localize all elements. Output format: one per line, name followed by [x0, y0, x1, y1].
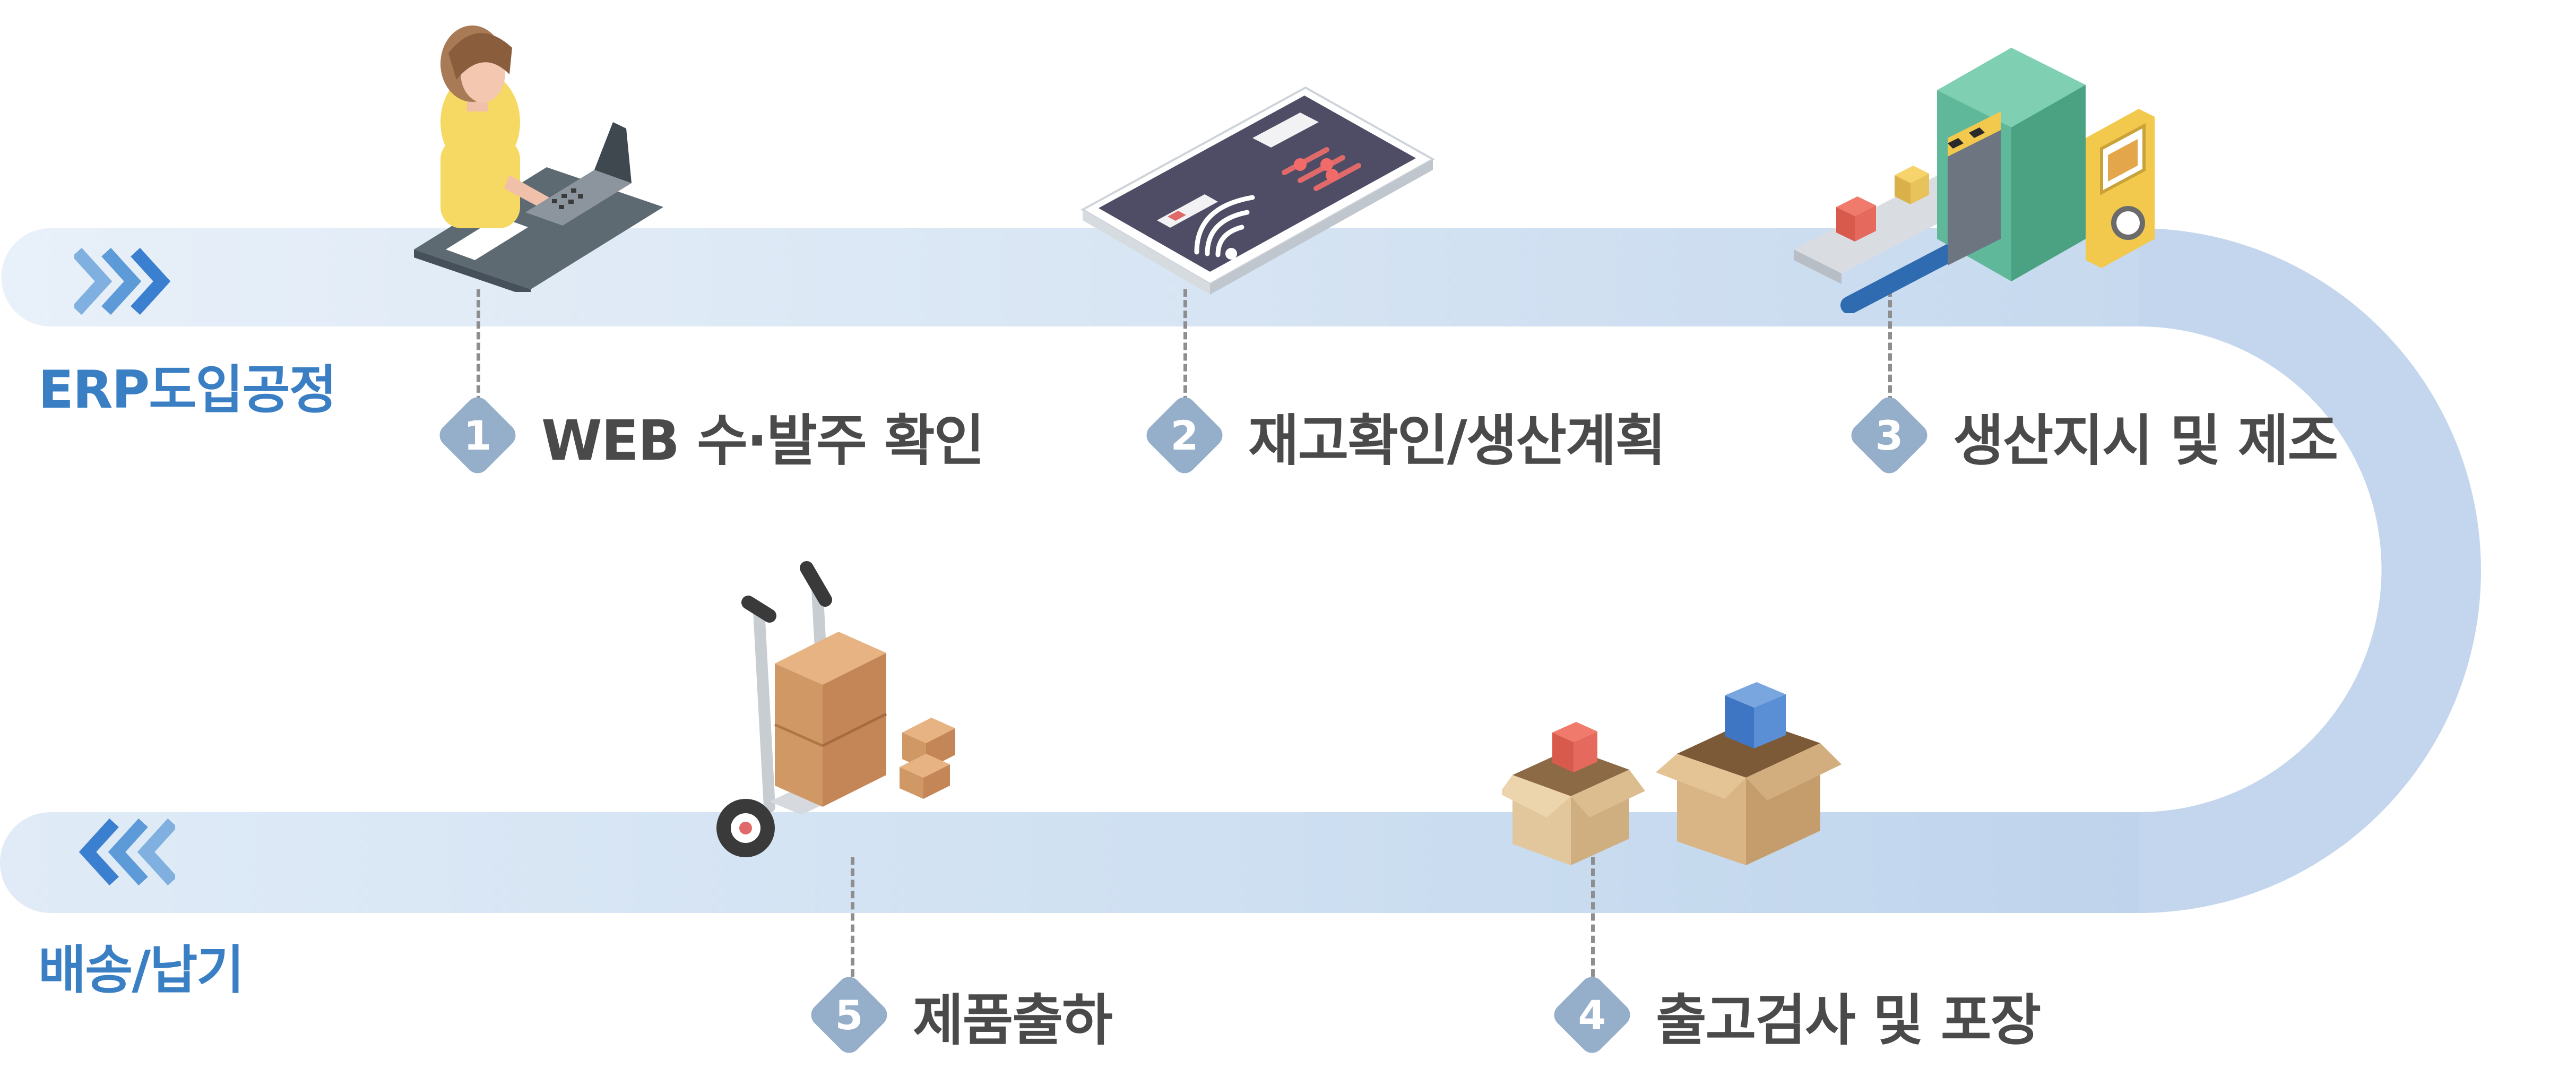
connector-step-1: [477, 289, 480, 414]
factory-machine-icon: [1794, 48, 2155, 313]
hand-truck-icon: [716, 561, 955, 857]
step-label: 재고확인/생산계획: [1248, 408, 1666, 473]
tablet-icon: [1080, 86, 1436, 295]
step-badge: 2: [1142, 392, 1228, 478]
lane-label-erp: ERP도입공정: [38, 360, 337, 420]
step-5: 5 제품출하: [806, 962, 1113, 1068]
step-1: 1 WEB 수·발주 확인: [435, 382, 984, 488]
step-number: 4: [1578, 991, 1606, 1039]
step-badge: 3: [1846, 392, 1932, 478]
step-label: 제품출하: [913, 987, 1113, 1053]
step-badge: 1: [435, 392, 521, 478]
step-label: 출고검사 및 포장: [1656, 987, 2041, 1053]
chevron-right-icon: [74, 247, 171, 315]
step-number: 1: [463, 411, 492, 459]
track-curve: [2139, 228, 2481, 913]
connector-step-2: [1183, 289, 1187, 414]
step-number: 5: [835, 991, 863, 1039]
lane-label-delivery: 배송/납기: [38, 940, 244, 1001]
step-badge: 5: [806, 972, 892, 1058]
connector-step-3: [1888, 289, 1892, 414]
step-2: 2 재고확인/생산계획: [1142, 382, 1666, 488]
step-label: 생산지시 및 제조: [1953, 408, 2338, 473]
step-number: 3: [1875, 411, 1904, 459]
step-label: WEB 수·발주 확인: [541, 408, 984, 473]
connector-step-4: [1591, 857, 1595, 977]
connector-step-5: [851, 857, 854, 977]
chevron-left-icon: [79, 818, 175, 886]
step-number: 2: [1170, 411, 1199, 459]
step-3: 3 생산지시 및 제조: [1846, 382, 2338, 488]
step-badge: 4: [1549, 972, 1635, 1058]
open-boxes-icon: [1502, 682, 1842, 865]
step-4: 4 출고검사 및 포장: [1549, 962, 2041, 1068]
person-laptop-icon: [414, 25, 663, 292]
